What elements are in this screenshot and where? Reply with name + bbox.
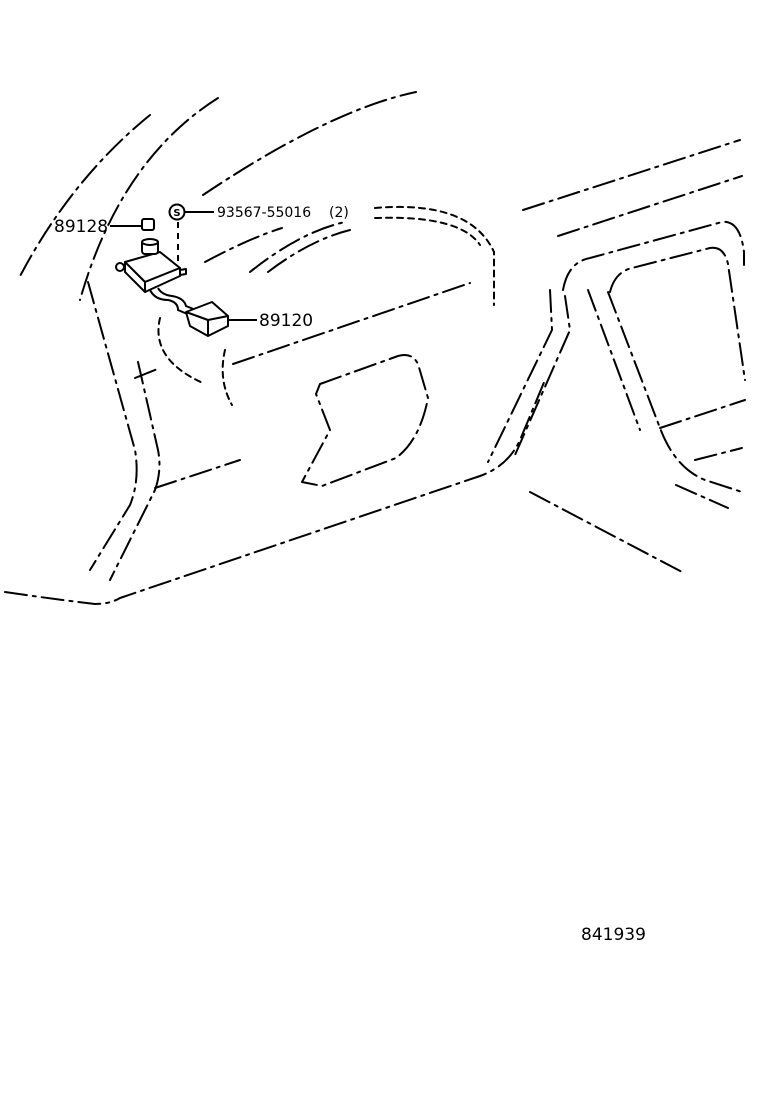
screw-symbol-icon: S [168,203,186,221]
callout-screw: 93567-55016 [217,205,311,221]
callout-screw-qty: (2) [329,205,349,221]
callout-sensor: 89120 [259,311,313,331]
cap-part [141,218,155,231]
callout-cap: 89128 [54,217,108,237]
drawing-number: 841939 [581,925,646,945]
vehicle-body-outline [4,91,746,605]
screw-symbol-label: S [173,208,180,219]
sensor-assembly [115,238,229,337]
